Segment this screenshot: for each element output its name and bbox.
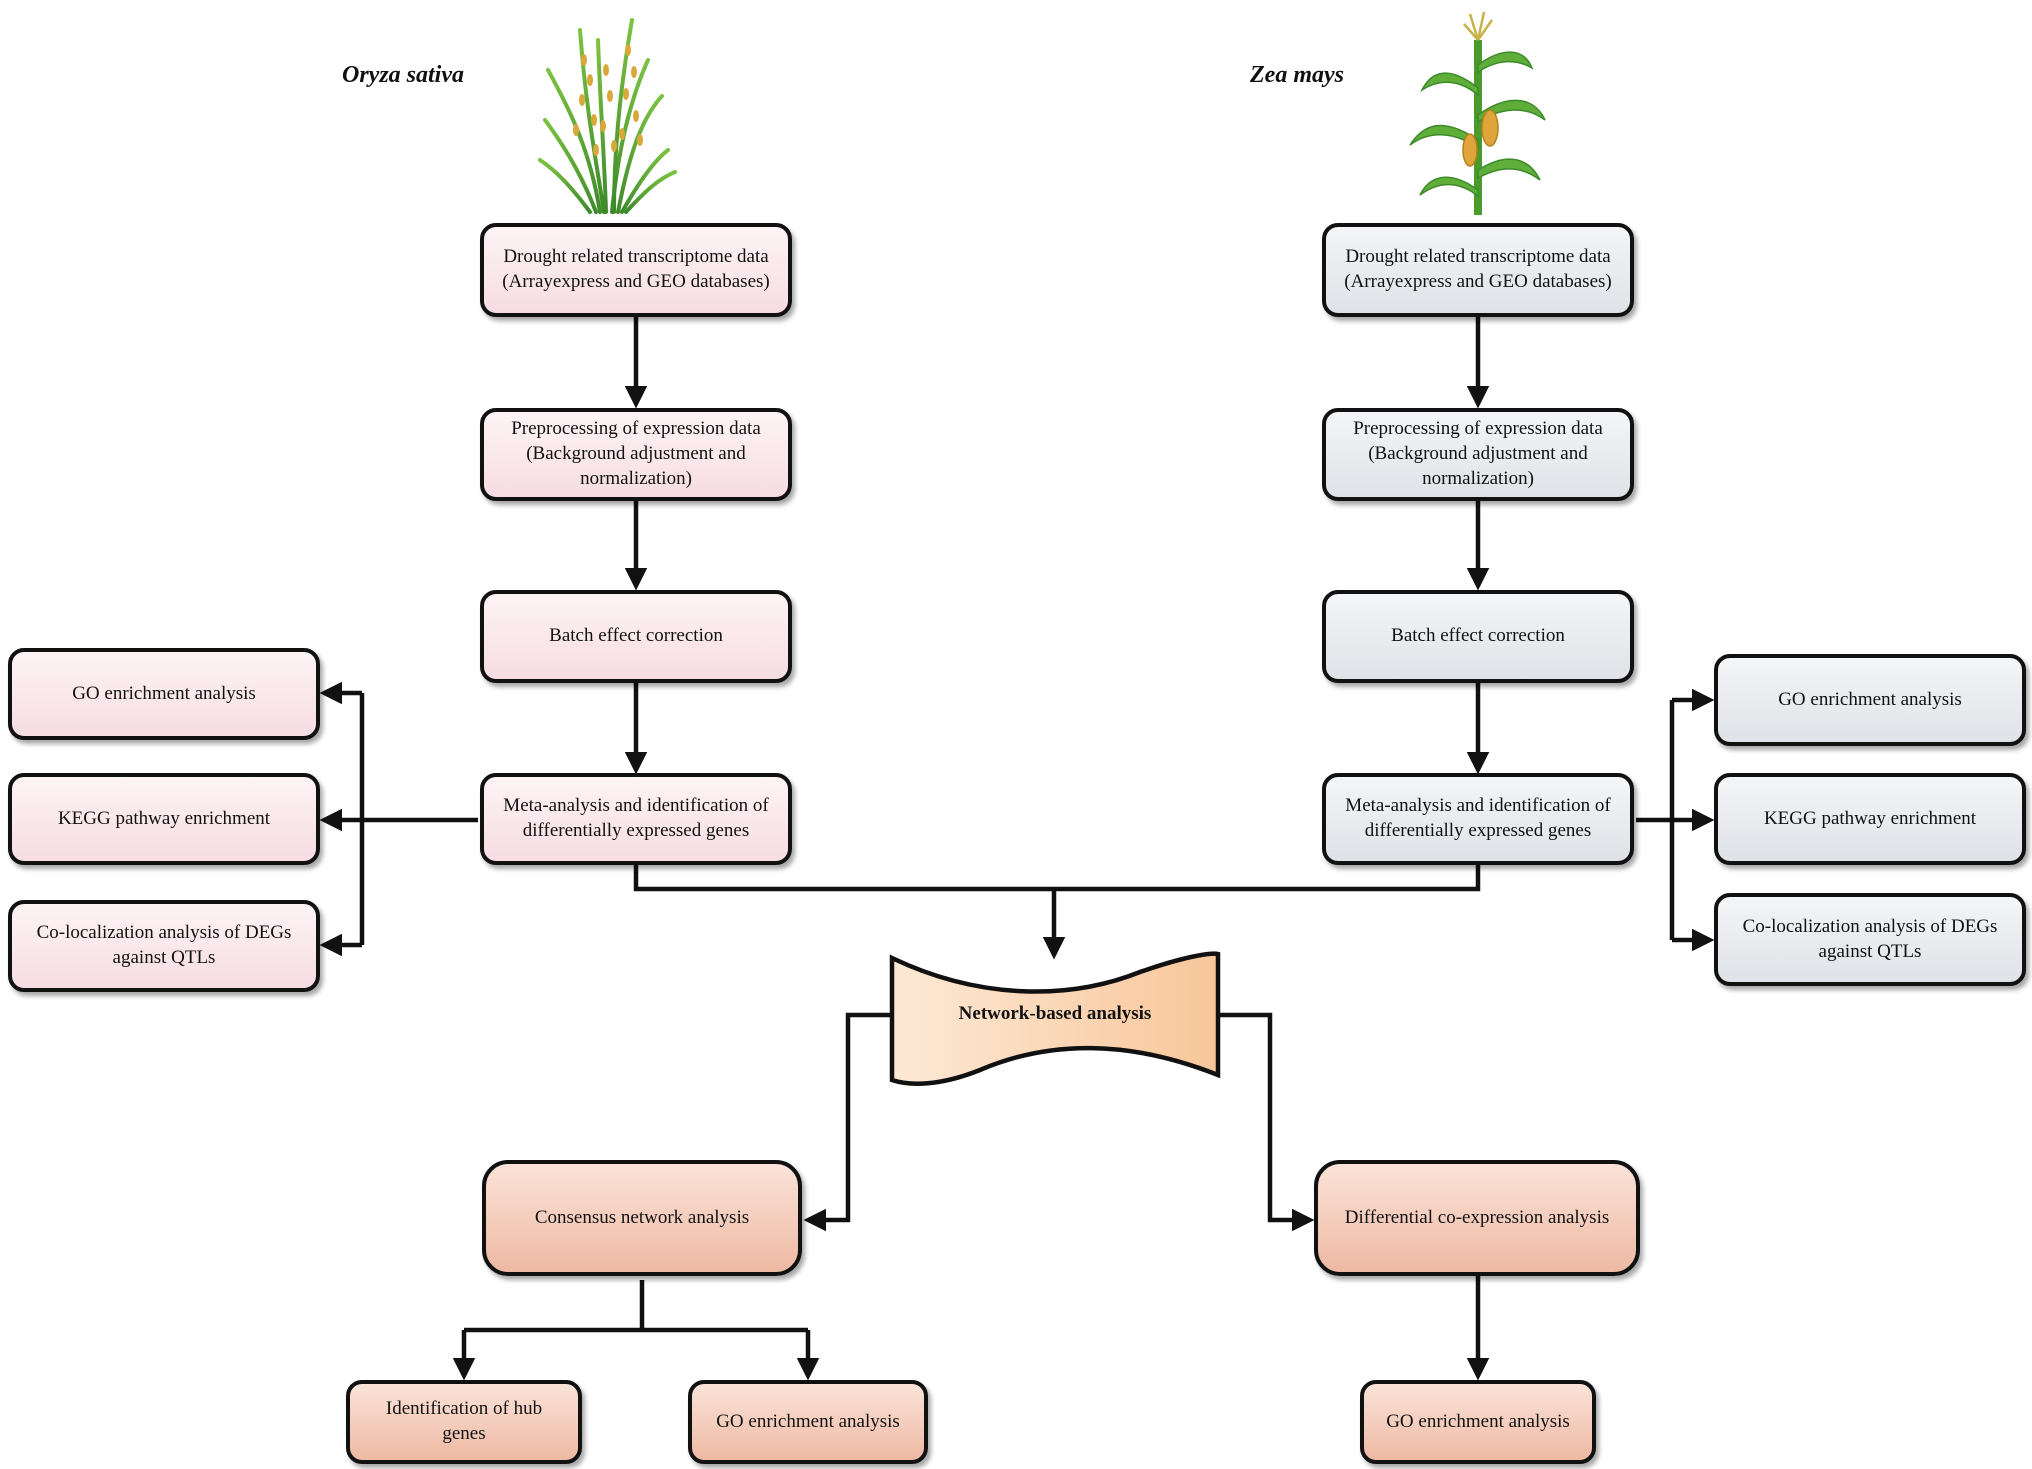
merge-line	[633, 865, 1481, 892]
network-banner-shape	[889, 951, 1221, 1086]
connector-lines	[319, 317, 1715, 1381]
arrow-to-consensus	[803, 1012, 892, 1232]
left-transcriptome-box: Drought related transcriptome data (Arra…	[480, 223, 792, 317]
right-transcriptome-box: Drought related transcriptome data (Arra…	[1322, 223, 1634, 317]
left-batch-correction-box: Batch effect correction	[480, 590, 792, 683]
network-based-analysis-label: Network-based analysis	[958, 1003, 1152, 1024]
maize-plant-icon	[1409, 11, 1546, 215]
consensus-go-enrichment-box: GO enrichment analysis	[688, 1380, 928, 1464]
differential-coexpression-box: Differential co-expression analysis	[1314, 1160, 1640, 1276]
species-right-title: Zea mays	[1250, 62, 1344, 88]
right-meta-analysis-box: Meta-analysis and identification of diff…	[1322, 773, 1634, 865]
species-left-title: Oryza sativa	[342, 62, 464, 88]
right-colocalization-box: Co-localization analysis of DEGs against…	[1714, 893, 2026, 986]
left-colocalization-box: Co-localization analysis of DEGs against…	[8, 900, 320, 992]
differential-go-enrichment-box: GO enrichment analysis	[1360, 1380, 1596, 1464]
left-preprocessing-box: Preprocessing of expression data (Backgr…	[480, 408, 792, 501]
hub-genes-box: Identification of hub genes	[346, 1380, 582, 1464]
arrow-to-differential	[1218, 1012, 1315, 1232]
left-kegg-pathway-box: KEGG pathway enrichment	[8, 773, 320, 865]
right-batch-correction-box: Batch effect correction	[1322, 590, 1634, 683]
left-meta-analysis-box: Meta-analysis and identification of diff…	[480, 773, 792, 865]
consensus-network-box: Consensus network analysis	[482, 1160, 802, 1276]
left-go-enrichment-box: GO enrichment analysis	[8, 648, 320, 740]
right-preprocessing-box: Preprocessing of expression data (Backgr…	[1322, 408, 1634, 501]
right-go-enrichment-box: GO enrichment analysis	[1714, 654, 2026, 746]
right-kegg-pathway-box: KEGG pathway enrichment	[1714, 773, 2026, 865]
rice-plant-icon	[538, 18, 677, 214]
